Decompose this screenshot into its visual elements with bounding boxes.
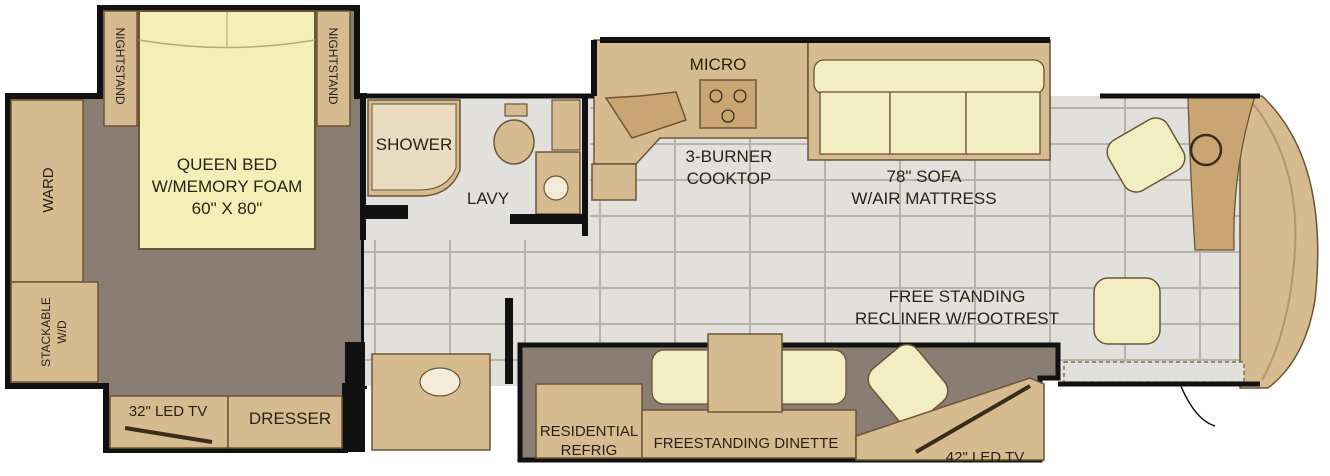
wd-label: W/D xyxy=(55,320,69,344)
toilet xyxy=(493,119,535,165)
residential-refrig xyxy=(535,383,643,459)
stackable-label: STACKABLE xyxy=(39,297,53,367)
tv-42-icon xyxy=(914,384,1032,454)
passenger-seat xyxy=(1093,277,1161,345)
driver-seat xyxy=(1106,117,1186,193)
bed-label-2: W/MEMORY FOAM xyxy=(152,177,303,196)
dresser-label: DRESSER xyxy=(249,409,331,428)
refrig-label-2: REFRIG xyxy=(561,442,618,459)
cooktop-label-1: 3-BURNER xyxy=(686,147,773,166)
bed-label-1: QUEEN BED xyxy=(177,155,277,174)
dresser xyxy=(227,395,343,449)
cooktop-label-2: COOKTOP xyxy=(687,169,772,188)
micro-label: MICRO xyxy=(690,55,747,74)
lavy-label: LAVY xyxy=(467,189,509,208)
refrig-label-1: RESIDENTIAL xyxy=(540,423,638,440)
sofa: 78" SOFA W/AIR MATTRESS xyxy=(807,39,1051,208)
queen-bed xyxy=(138,10,316,250)
dinette-table xyxy=(707,333,783,413)
nightstand-left xyxy=(103,10,138,127)
tv-cabinet-42 xyxy=(855,377,1045,461)
entry xyxy=(1063,361,1245,427)
nightstand-left-label: NIGHTSTAND xyxy=(113,27,127,104)
tv-32-icon xyxy=(124,426,213,444)
sofa-label-1: 78" SOFA xyxy=(886,167,962,186)
nightstand-right xyxy=(316,10,351,127)
bedroom: WARD STACKABLE W/D NIGHTSTAND NIGHTSTAND… xyxy=(5,5,367,453)
kitchen-top: MICRO 3-BURNER COOKTOP xyxy=(591,39,809,201)
cooktop xyxy=(699,79,757,129)
sofa-label-2: W/AIR MATTRESS xyxy=(851,189,996,208)
recliner-label-1: FREE STANDING xyxy=(889,287,1026,306)
lower-slide: RESIDENTIAL REFRIG FREESTANDING DINETTE … xyxy=(517,333,1061,466)
steering-wheel xyxy=(1189,133,1223,167)
bed-label-3: 60" X 80" xyxy=(192,199,263,218)
bath-top: SHOWER LAVY xyxy=(360,96,590,240)
tv-cabinet-32 xyxy=(109,395,229,449)
led32-label: 32" LED TV xyxy=(129,403,207,420)
cockpit xyxy=(1093,93,1319,389)
recliner-label-2: RECLINER W/FOOTREST xyxy=(855,309,1059,328)
led42-label: 42" LED TV xyxy=(946,449,1024,466)
shower-label: SHOWER xyxy=(376,135,453,154)
washer-dryer xyxy=(10,281,99,383)
ward-label: WARD xyxy=(40,167,57,212)
vanity-bottom xyxy=(371,353,491,451)
kitchen-sink xyxy=(604,91,687,139)
dinette-label: FREESTANDING DINETTE xyxy=(654,435,839,452)
nightstand-right-label: NIGHTSTAND xyxy=(326,27,340,104)
bath-bottom xyxy=(345,298,513,452)
wardrobe xyxy=(10,99,84,283)
